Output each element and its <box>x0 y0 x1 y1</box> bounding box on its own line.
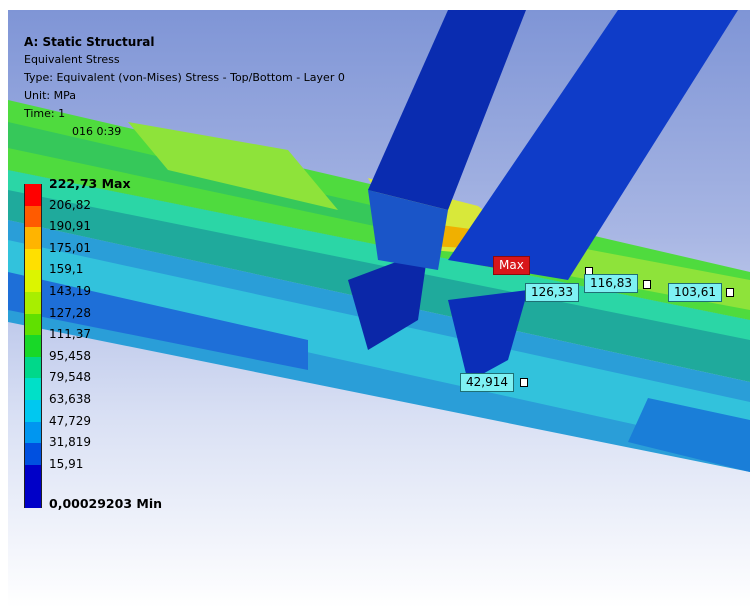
legend-value: 15,91 <box>49 456 84 471</box>
beam-bottom-band <box>8 240 750 450</box>
result-info-block: A: Static Structural Equivalent Stress T… <box>24 33 345 141</box>
legend-value: 63,638 <box>49 391 91 406</box>
result-unit: Unit: MPa <box>24 89 76 102</box>
beam-bottom-dark <box>8 272 308 370</box>
result-name: Equivalent Stress <box>24 53 120 66</box>
legend-swatch <box>24 335 42 357</box>
legend-value: 95,458 <box>49 348 91 363</box>
graphics-viewport[interactable]: A: Static Structural Equivalent Stress T… <box>8 10 750 608</box>
flange-lime-left <box>128 122 338 210</box>
legend-swatch <box>24 378 42 400</box>
probe-label-1[interactable]: 126,33 <box>525 283 579 302</box>
result-timestamp: 016 0:39 <box>72 125 122 138</box>
legend-swatch <box>24 227 42 249</box>
legend-value: 111,37 <box>49 327 91 342</box>
probe-max-label[interactable]: Max <box>493 256 530 275</box>
legend-swatch <box>24 421 42 444</box>
legend-value: 143,19 <box>49 283 91 298</box>
legend-swatch <box>24 464 42 487</box>
analysis-title: A: Static Structural <box>24 35 155 49</box>
legend-value: 206,82 <box>49 197 91 212</box>
probe-label-3[interactable]: 103,61 <box>668 283 722 302</box>
brace-left-lower <box>348 250 428 350</box>
legend-value: 79,548 <box>49 370 91 385</box>
legend-value: 127,28 <box>49 305 91 320</box>
legend-max-label: 222,73 Max <box>49 176 131 191</box>
legend-swatch <box>24 313 42 336</box>
legend-value: 31,819 <box>49 435 91 450</box>
legend-value: 47,729 <box>49 413 91 428</box>
legend-value: 190,91 <box>49 219 91 234</box>
legend-swatch <box>24 270 42 292</box>
legend-swatch <box>24 486 42 508</box>
brace-right-lower <box>448 290 528 382</box>
result-type: Type: Equivalent (von-Mises) Stress - To… <box>24 71 345 84</box>
legend-swatch <box>24 356 42 379</box>
probe-label-2[interactable]: 116,83 <box>584 274 638 293</box>
legend-swatch <box>24 205 42 228</box>
probe-pin-3 <box>726 288 734 297</box>
result-time: Time: 1 <box>24 107 66 120</box>
legend-swatch <box>24 291 42 314</box>
legend-swatch <box>24 443 42 465</box>
legend-swatch <box>24 184 42 206</box>
probe-label-4[interactable]: 42,914 <box>460 373 514 392</box>
probe-pin-4 <box>520 378 528 387</box>
legend-swatch <box>24 399 42 422</box>
brace-shadow <box>368 190 448 270</box>
brace-left <box>368 10 526 210</box>
beam-bottom-blue-right <box>628 398 750 472</box>
brace-right <box>448 10 738 280</box>
legend-min-label: 0,00029203 Min <box>49 496 163 511</box>
legend-swatch <box>24 248 42 271</box>
legend-value: 175,01 <box>49 240 91 255</box>
probe-pin-2 <box>643 280 651 289</box>
legend-value: 159,1 <box>49 262 84 277</box>
